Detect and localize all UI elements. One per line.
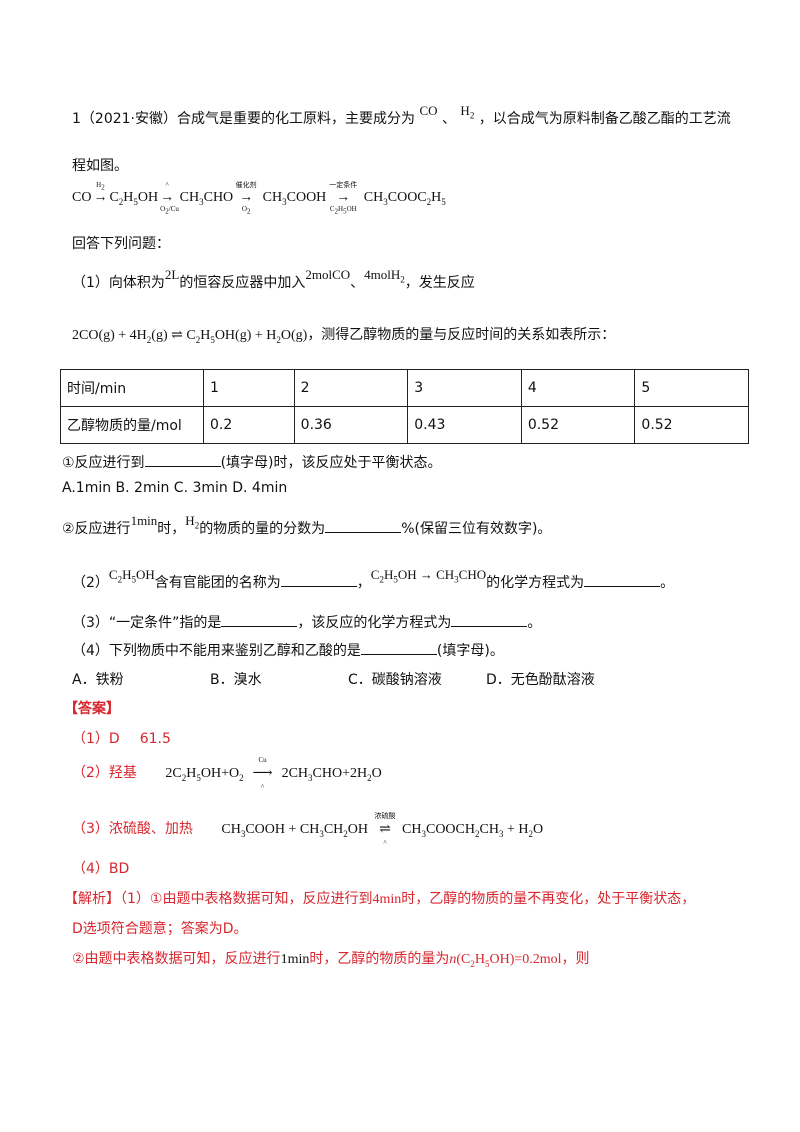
table-cell: 4 bbox=[520, 369, 636, 407]
answer-title: 【答案】 bbox=[64, 701, 120, 717]
table-cell: 乙醇物质的量/mol bbox=[60, 406, 204, 444]
explanation-2: D选项符合题意；答案为D。 bbox=[72, 921, 248, 937]
table-cell: 0.2 bbox=[203, 406, 295, 444]
flow-arrow-2: ^→O2/Cu bbox=[160, 181, 179, 215]
table-cell: 1 bbox=[203, 369, 295, 407]
part2-text: （2）C2H5OH含有官能团的名称为，C2H5OH → CH3CHO的化学方程式… bbox=[72, 567, 675, 591]
sub-question-2: ②反应进行1min时，H2的物质的量的分数为%(保留三位有效数字)。 bbox=[62, 513, 552, 537]
table-cell: 5 bbox=[634, 369, 749, 407]
table-row: 乙醇物质的量/mol 0.2 0.36 0.43 0.52 0.52 bbox=[60, 406, 749, 444]
answer-blank bbox=[221, 614, 298, 627]
question-intro: 1（2021·安徽）合成气是重要的化工原料，主要成分为 CO 、 H2 ，以合成… bbox=[72, 103, 731, 127]
table-cell: 0.36 bbox=[293, 406, 409, 444]
part4-text: （4）下列物质中不能用来鉴别乙醇和乙酸的是(填字母)。 bbox=[72, 642, 504, 659]
table-cell: 2 bbox=[293, 369, 409, 407]
reaction-arrow: Cu⟶^ bbox=[252, 756, 273, 791]
reaction-equation: 2CO(g) + 4H2(g) ⇌ C2H5OH(g) + H2O(g)，测得乙… bbox=[72, 327, 616, 345]
explanation-1: 【解析】（1）①由题中表格数据可知，反应进行到4min时，乙醇的物质的量不再变化… bbox=[64, 891, 696, 907]
table-cell: 0.52 bbox=[520, 406, 636, 444]
sub-question-1: ①反应进行到(填字母)时，该反应处于平衡状态。 bbox=[62, 454, 442, 471]
table-row: 时间/min 1 2 3 4 5 bbox=[60, 369, 749, 407]
co-formula: CO bbox=[419, 103, 438, 118]
question-intro-cont: 程如图。 bbox=[72, 158, 128, 174]
answer-blank bbox=[360, 642, 437, 655]
table-cell: 0.52 bbox=[634, 406, 749, 444]
h2-formula: H2 bbox=[460, 103, 475, 121]
options-1: A.1min B. 2min C. 3min D. 4min bbox=[62, 480, 288, 496]
part3-text: （3）“一定条件”指的是，该反应的化学方程式为。 bbox=[72, 614, 542, 631]
answer-prompt: 回答下列问题： bbox=[72, 236, 170, 252]
flow-arrow-1: H2→ bbox=[93, 181, 108, 205]
ethanol-table: 时间/min 1 2 3 4 5 乙醇物质的量/mol 0.2 0.36 0.4… bbox=[60, 369, 749, 444]
answer-4: （4）BD bbox=[72, 861, 130, 877]
answer-blank bbox=[144, 454, 221, 467]
answer-blank bbox=[451, 614, 528, 627]
answer-blank bbox=[584, 574, 661, 587]
flow-arrow-3: 催化剂→O2 bbox=[235, 181, 257, 215]
table-cell: 0.43 bbox=[407, 406, 522, 444]
flow-arrow-4: 一定条件→C2H5OH bbox=[329, 181, 358, 215]
answer-blank bbox=[280, 574, 357, 587]
equilibrium-arrow: 浓硫酸⇌^ bbox=[374, 812, 396, 847]
table-cell: 时间/min bbox=[60, 369, 204, 407]
explanation-3: ②由题中表格数据可知，反应进行1min时，乙醇的物质的量为n(C2H5OH)=0… bbox=[72, 951, 590, 969]
part1-text: （1）向体积为2L的恒容反应器中加入2molCO、4molH2，发生反应 bbox=[72, 267, 475, 291]
answer-blank bbox=[325, 520, 402, 533]
table-cell: 3 bbox=[407, 369, 522, 407]
